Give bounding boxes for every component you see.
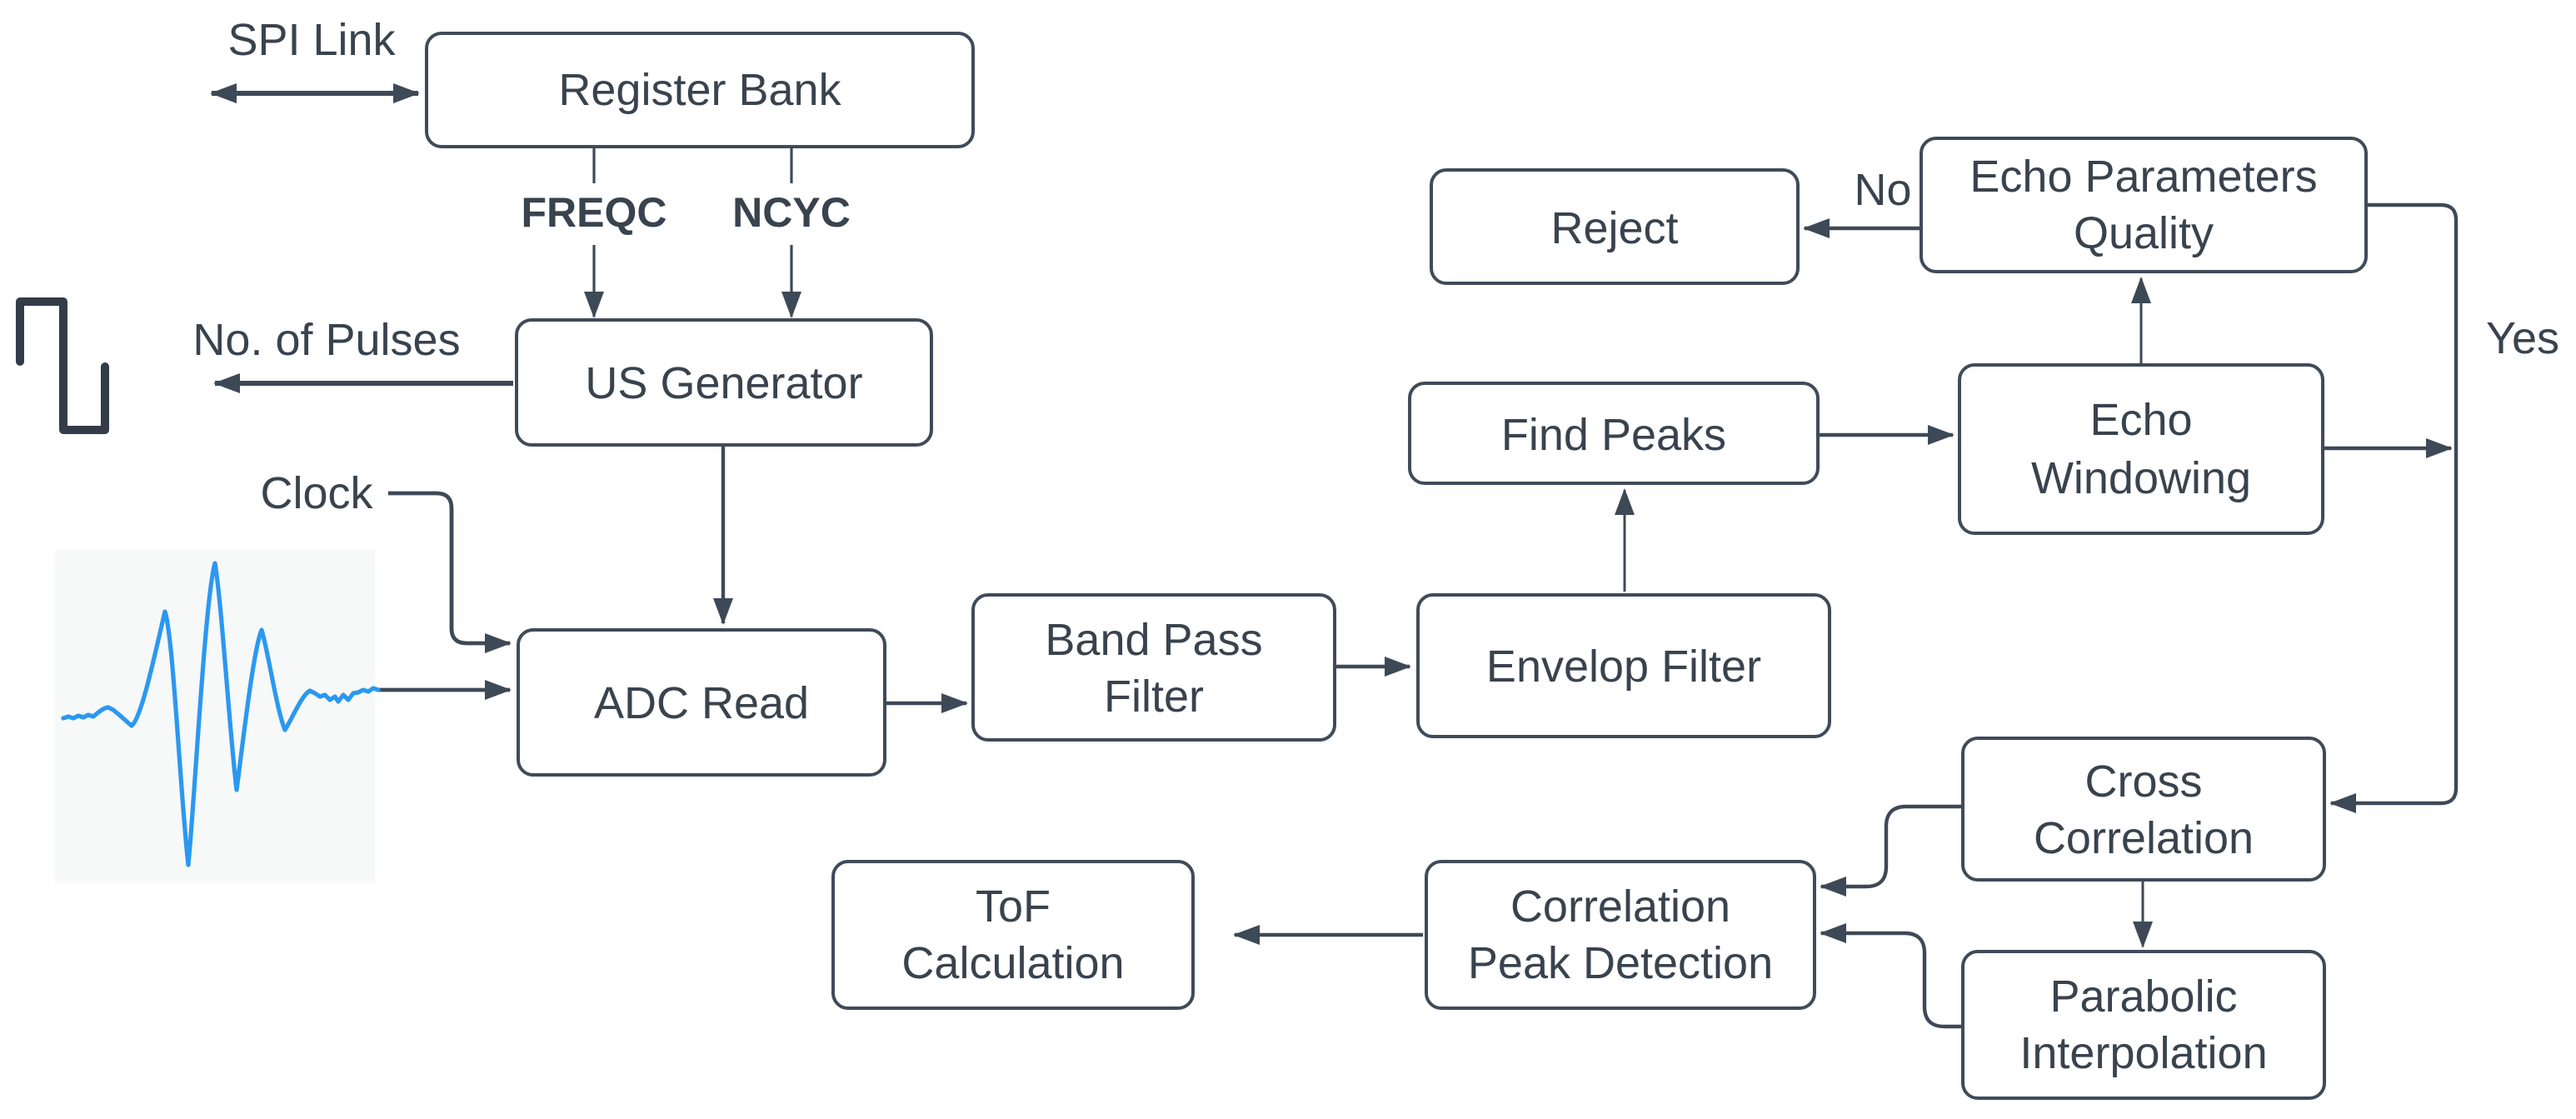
node-find-peaks-label: Find Peaks	[1501, 410, 1726, 460]
node-reject-label: Reject	[1550, 203, 1678, 253]
node-correlation-peak-detection: Correlation Peak Detection	[1425, 860, 1816, 1010]
node-echo-parameters-quality: Echo Parameters Quality	[1920, 137, 2368, 273]
node-tof-calculation-label-line1: ToF	[976, 882, 1051, 932]
ncyc-label: NCYC	[732, 189, 851, 236]
clock-label: Clock	[260, 468, 373, 518]
node-echo-windowing-label-line1: Echo	[2089, 395, 2192, 445]
yes-branch-label: Yes	[2486, 313, 2559, 363]
node-us-generator: US Generator	[515, 318, 933, 447]
node-envelop-filter-label: Envelop Filter	[1486, 642, 1761, 692]
node-parabolic-interpolation-label-line1: Parabolic	[2049, 972, 2237, 1022]
node-tof-calculation-label-line2: Calculation	[901, 938, 1124, 988]
node-band-pass-filter-label-line2: Filter	[1104, 672, 1204, 722]
node-echo-parameters-quality-label-line1: Echo Parameters	[1969, 152, 2317, 202]
node-envelop-filter: Envelop Filter	[1416, 593, 1831, 738]
node-us-generator-label: US Generator	[585, 358, 862, 408]
node-reject: Reject	[1430, 168, 1800, 285]
node-echo-windowing-label-line2: Windowing	[2031, 453, 2251, 503]
parabolic-to-peakdetection-arrow	[1820, 923, 1963, 1029]
no-branch-label: No	[1854, 165, 1911, 215]
node-adc-read: ADC Read	[517, 628, 886, 777]
node-register-bank: Register Bank	[425, 32, 975, 148]
node-parabolic-interpolation-label-line2: Interpolation	[2019, 1028, 2267, 1078]
node-cross-correlation: Cross Correlation	[1961, 737, 2326, 882]
node-band-pass-filter-label-line1: Band Pass	[1045, 615, 1262, 665]
clock-to-adc-arrow	[388, 491, 512, 653]
node-band-pass-filter: Band Pass Filter	[971, 593, 1336, 742]
echo-waveform-icon	[55, 550, 381, 883]
freqc-label: FREQC	[522, 189, 667, 236]
node-register-bank-label: Register Bank	[558, 65, 841, 115]
node-adc-read-label: ADC Read	[594, 678, 809, 728]
node-echo-windowing: Echo Windowing	[1958, 363, 2324, 535]
node-correlation-peak-detection-label-line1: Correlation	[1510, 882, 1730, 932]
spi-link-label: SPI Link	[227, 15, 396, 65]
node-cross-correlation-label-line1: Cross	[2084, 757, 2202, 807]
square-wave-icon	[16, 297, 109, 434]
node-echo-parameters-quality-label-line2: Quality	[2074, 208, 2214, 258]
node-cross-correlation-label-line2: Correlation	[2034, 813, 2254, 863]
node-parabolic-interpolation: Parabolic Interpolation	[1961, 950, 2326, 1100]
cross-to-peakdetection-arrow	[1820, 804, 1963, 897]
quality-yes-to-crosscorrelation-arrow	[2329, 202, 2459, 813]
no-of-pulses-label: No. of Pulses	[192, 315, 460, 365]
node-find-peaks: Find Peaks	[1408, 382, 1820, 485]
node-tof-calculation: ToF Calculation	[831, 860, 1195, 1010]
node-correlation-peak-detection-label-line2: Peak Detection	[1468, 938, 1773, 988]
